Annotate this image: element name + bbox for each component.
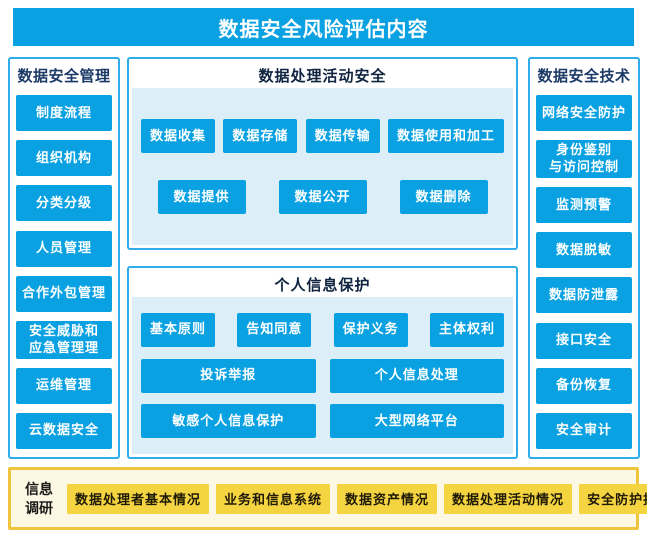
panel-title: 个人信息保护 (274, 276, 371, 294)
panel-title: 数据安全技术 (537, 68, 631, 85)
diagram-node: 数据脱敏 (536, 232, 632, 269)
diagram-node: 身份鉴别 与访问控制 (536, 140, 632, 179)
diagram-node: 人员管理 (16, 230, 112, 267)
panel-info-research: 信息 调研 数据处理者基本情况 业务和信息系统 数据资产情况 数据处理活动情况 … (8, 467, 647, 530)
node-row: 投诉举报 个人信息处理 (141, 358, 504, 393)
diagram-node: 数据删除 (399, 180, 488, 214)
node-row: 基本原则 告知同意 保护义务 主体权利 (141, 312, 504, 347)
main-row: 数据安全管理 制度流程 组织机构 分类分级 人员管理 合作外包管理 安全威胁和 … (8, 57, 640, 459)
diagram-node: 个人信息处理 (329, 358, 504, 393)
page-title: 数据安全风险评估内容 (13, 8, 634, 46)
node-row: 敏感个人信息保护 大型网络平台 (141, 404, 504, 439)
panel-personal-info-protection: 个人信息保护 基本原则 告知同意 保护义务 主体权利 投诉举报 个人信息处理 敏… (127, 266, 518, 459)
diagram-node: 安全审计 (536, 412, 632, 449)
diagram-node: 数据使用和加工 (387, 119, 504, 153)
diagram-node: 告知同意 (237, 312, 312, 347)
panel-data-security-management: 数据安全管理 制度流程 组织机构 分类分级 人员管理 合作外包管理 安全威胁和 … (8, 57, 120, 459)
diagram-node: 合作外包管理 (16, 275, 112, 312)
panel-title: 信息 调研 (25, 480, 53, 516)
diagram-node: 保护义务 (333, 312, 408, 347)
panel-data-processing-activity-security: 数据处理活动安全 数据收集 数据存储 数据传输 数据使用和加工 数据提供 数据公… (127, 57, 518, 250)
diagram-node: 基本原则 (141, 312, 216, 347)
diagram-node: 接口安全 (536, 322, 632, 359)
inner-panel: 基本原则 告知同意 保护义务 主体权利 投诉举报 个人信息处理 敏感个人信息保护… (132, 297, 513, 454)
diagram-node: 数据收集 (141, 119, 216, 153)
diagram-node: 监测预警 (536, 187, 632, 224)
diagram-node: 大型网络平台 (329, 404, 504, 439)
panel-title: 数据安全管理 (17, 68, 111, 85)
diagram-node: 运维管理 (16, 367, 112, 404)
diagram-node: 分类分级 (16, 185, 112, 222)
node-row: 数据提供 数据公开 数据删除 (141, 180, 504, 214)
node-row: 数据收集 数据存储 数据传输 数据使用和加工 (141, 119, 504, 153)
diagram-node: 敏感个人信息保护 (141, 404, 316, 439)
diagram-node: 数据公开 (278, 180, 367, 214)
diagram-node: 数据传输 (305, 119, 380, 153)
diagram-node: 云数据安全 (16, 412, 112, 449)
inner-panel: 数据收集 数据存储 数据传输 数据使用和加工 数据提供 数据公开 数据删除 (132, 88, 513, 245)
diagram-node: 业务和信息系统 (216, 483, 331, 514)
diagram-node: 数据处理者基本情况 (67, 483, 210, 514)
diagram-node: 安全威胁和 应急管理理 (16, 320, 112, 359)
diagram-node: 数据提供 (157, 180, 246, 214)
diagram-node: 数据存储 (223, 119, 298, 153)
diagram-node: 数据防泄露 (536, 277, 632, 314)
diagram-node: 组织机构 (16, 140, 112, 177)
diagram-node: 制度流程 (16, 95, 112, 132)
diagram-node: 主体权利 (429, 312, 504, 347)
panel-data-security-technology: 数据安全技术 网络安全防护 身份鉴别 与访问控制 监测预警 数据脱敏 数据防泄露… (528, 57, 640, 459)
diagram-node: 投诉举报 (141, 358, 316, 393)
diagram-node: 网络安全防护 (536, 95, 632, 132)
diagram-node: 安全防护措施 (579, 483, 647, 514)
diagram-node: 数据资产情况 (337, 483, 438, 514)
diagram-node: 数据处理活动情况 (444, 483, 573, 514)
center-column: 数据处理活动安全 数据收集 数据存储 数据传输 数据使用和加工 数据提供 数据公… (127, 57, 518, 459)
diagram-node: 备份恢复 (536, 367, 632, 404)
panel-title: 数据处理活动安全 (258, 67, 387, 85)
